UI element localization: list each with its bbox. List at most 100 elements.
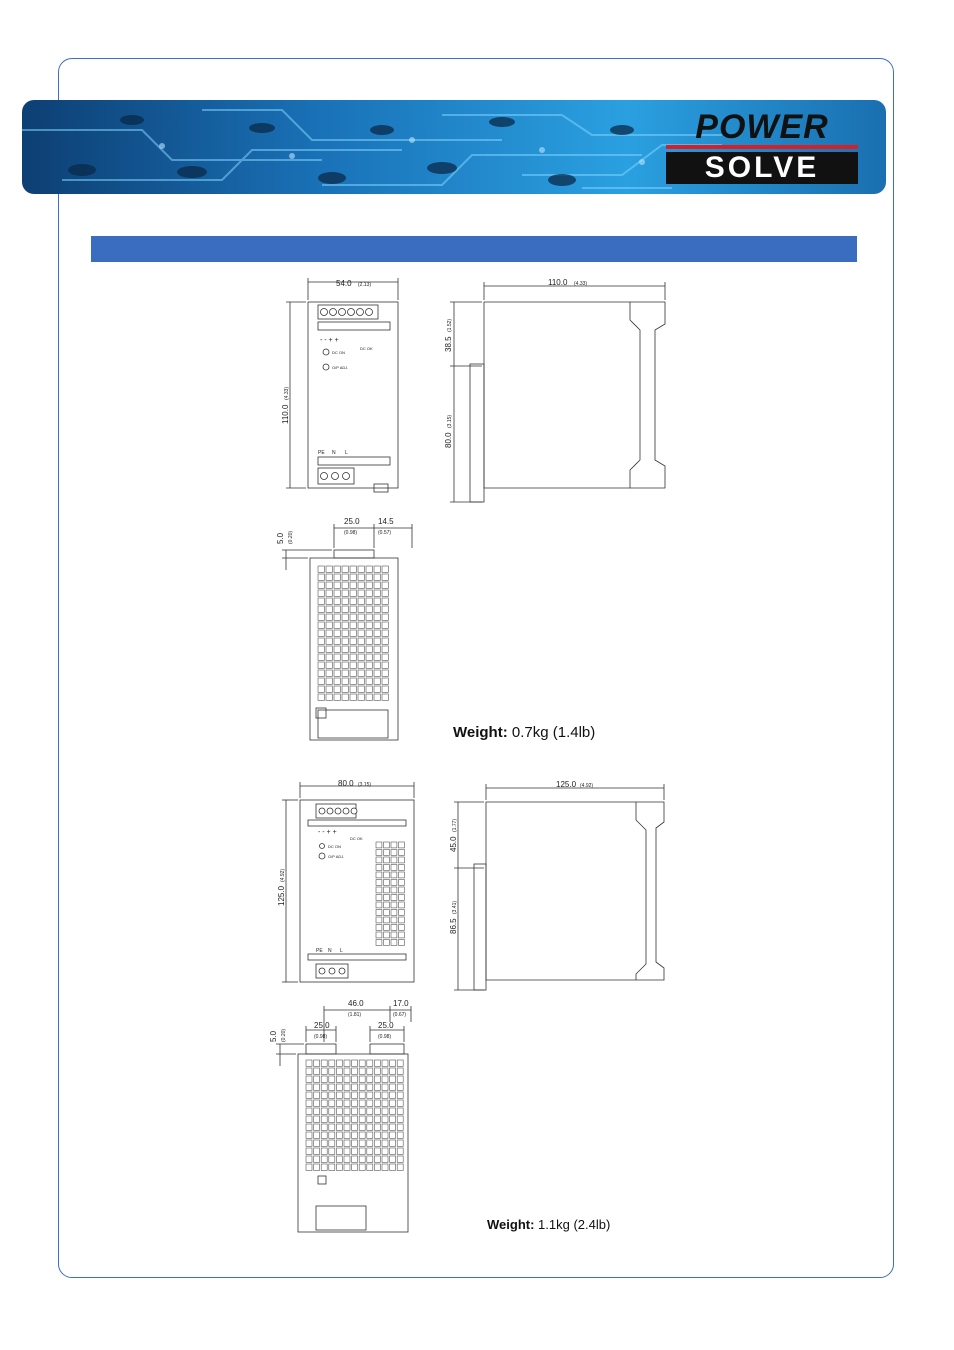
vent-slot: [358, 1059, 366, 1067]
vent-slot: [383, 886, 390, 894]
vent-slot: [398, 871, 405, 879]
vent-slot: [390, 909, 398, 916]
vent-slot: [357, 621, 365, 629]
vent-slot: [365, 677, 373, 685]
vent-slot: [317, 645, 325, 653]
unit2-led1: DC ON: [328, 844, 341, 849]
vent-slot: [389, 1155, 396, 1163]
vent-slot: [381, 677, 389, 685]
vent-slot: [396, 1075, 404, 1083]
vent-slot: [365, 573, 373, 581]
vent-slot: [375, 841, 383, 849]
vent-slot: [373, 589, 381, 597]
vent-slot: [343, 1067, 351, 1075]
vent-slot: [366, 1123, 374, 1131]
vent-slot: [351, 1099, 358, 1107]
vent-slot: [374, 1139, 381, 1147]
vent-slot: [374, 1147, 381, 1155]
vent-slot: [317, 677, 325, 685]
vent-slot: [358, 1107, 366, 1115]
vent-slot: [320, 1059, 328, 1067]
vent-slot: [383, 939, 390, 946]
vent-slot: [396, 1147, 404, 1155]
vent-slot: [381, 597, 389, 605]
vent-slot: [305, 1155, 313, 1163]
vent-slot: [374, 1067, 381, 1075]
vent-slot: [381, 1147, 389, 1155]
vent-slot: [396, 1067, 404, 1075]
unit2-front-vent-grid: [375, 841, 405, 946]
vent-slot: [343, 1163, 351, 1171]
vent-slot: [328, 1139, 336, 1147]
vent-slot: [305, 1115, 313, 1123]
vent-slot: [325, 589, 333, 597]
vent-slot: [390, 939, 398, 946]
vent-slot: [325, 645, 333, 653]
unit2-top-w1: 25.0: [314, 1021, 330, 1030]
vent-slot: [357, 677, 365, 685]
vent-slot: [349, 653, 357, 661]
vent-slot: [317, 597, 325, 605]
vent-slot: [373, 637, 381, 645]
unit1-front-width: 54.0: [336, 279, 352, 288]
vent-slot: [349, 605, 357, 613]
vent-slot: [349, 581, 357, 589]
unit1-front-width-in: (2.13): [358, 282, 371, 288]
vent-slot: [375, 924, 383, 931]
vent-slot: [333, 661, 341, 669]
vent-slot: [366, 1067, 374, 1075]
unit1-weight-label: Weight:: [453, 724, 508, 741]
vent-slot: [341, 669, 349, 677]
vent-slot: [390, 894, 398, 901]
vent-slot: [336, 1139, 343, 1147]
vent-slot: [381, 661, 389, 669]
vent-slot: [390, 871, 398, 879]
unit1-front-height-in: (4.33): [284, 387, 290, 400]
brand-line-1: POWER: [695, 108, 829, 146]
vent-slot: [305, 1075, 313, 1083]
vent-slot: [396, 1139, 404, 1147]
unit2-led2: O/P ADJ.: [328, 854, 344, 859]
page-frame: [58, 58, 894, 1278]
unit1-weight-value: 0.7kg (1.4lb): [511, 724, 596, 741]
vent-slot: [325, 581, 333, 589]
vent-slot: [317, 637, 325, 645]
vent-slot: [317, 653, 325, 661]
vent-slot: [396, 1123, 404, 1131]
vent-slot: [365, 685, 373, 693]
vent-slot: [343, 1099, 351, 1107]
unit2-vent-grid: [305, 1059, 404, 1171]
vent-slot: [375, 871, 383, 879]
vent-slot: [374, 1083, 381, 1091]
vent-slot: [373, 621, 381, 629]
vent-slot: [383, 841, 390, 849]
vent-slot: [390, 931, 398, 939]
vent-slot: [396, 1107, 404, 1115]
vent-slot: [366, 1107, 374, 1115]
vent-slot: [383, 916, 390, 924]
vent-slot: [336, 1155, 343, 1163]
vent-slot: [320, 1131, 328, 1139]
vent-slot: [381, 573, 389, 581]
vent-slot: [305, 1163, 313, 1171]
vent-slot: [357, 661, 365, 669]
vent-slot: [341, 565, 349, 573]
vent-slot: [336, 1123, 343, 1131]
unit1-led2: O/P ADJ.: [332, 365, 348, 370]
vent-slot: [320, 1139, 328, 1147]
vent-slot: [381, 621, 389, 629]
vent-slot: [328, 1123, 336, 1131]
vent-slot: [373, 685, 381, 693]
vent-slot: [313, 1147, 320, 1155]
vent-slot: [383, 901, 390, 909]
vent-slot: [375, 856, 383, 864]
vent-slot: [313, 1155, 320, 1163]
vent-slot: [390, 916, 398, 924]
vent-slot: [381, 685, 389, 693]
vent-slot: [374, 1059, 381, 1067]
vent-slot: [341, 693, 349, 701]
vent-slot: [313, 1075, 320, 1083]
vent-slot: [389, 1131, 396, 1139]
unit2-front-width-in: (3.15): [358, 782, 371, 788]
vent-slot: [333, 589, 341, 597]
